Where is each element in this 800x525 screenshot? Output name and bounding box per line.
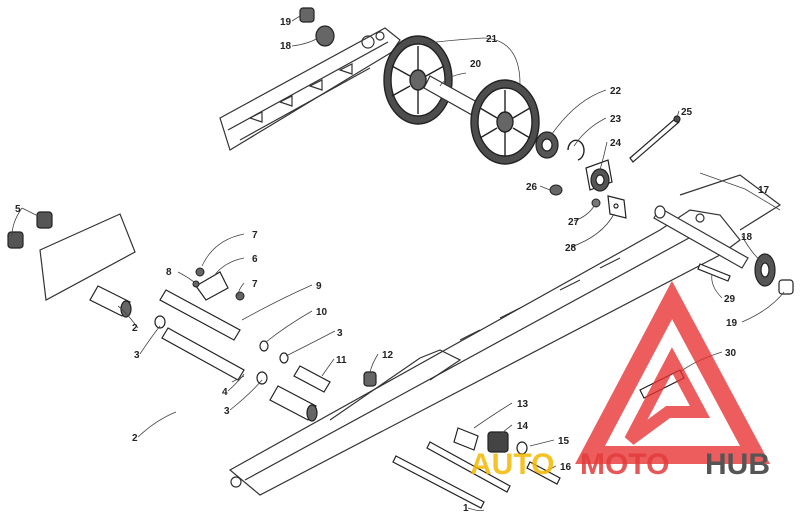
callout-14: 14: [517, 421, 529, 432]
watermark-logo: [575, 280, 771, 464]
callout-2-lower: 2: [132, 433, 138, 444]
callout-16: 16: [560, 462, 572, 473]
watermark-auto: AUTO: [470, 448, 554, 481]
sleeve-2-upper: [89, 285, 132, 318]
cap-5-lower: [7, 231, 24, 249]
callout-22: 22: [610, 86, 622, 97]
ring-3-left: [154, 315, 166, 329]
washer-18-top: [315, 25, 335, 47]
callout-13: 13: [517, 399, 529, 410]
callout-7-lower: 7: [252, 279, 258, 290]
bolt-29: [697, 263, 731, 282]
callout-23: 23: [610, 114, 622, 125]
callout-7-upper: 7: [252, 230, 258, 241]
callout-19-top: 19: [280, 17, 292, 28]
bearing-22: [535, 131, 559, 159]
callout-8: 8: [166, 267, 172, 278]
bolt-16: [526, 461, 561, 485]
callout-19-right: 19: [726, 318, 738, 329]
bushing-14: [487, 431, 509, 453]
long-bolt-1: [392, 455, 485, 509]
ring-3-right: [279, 352, 289, 364]
callout-29: 29: [724, 294, 736, 305]
callout-27: 27: [568, 217, 580, 228]
watermark-hub: HUB: [705, 448, 770, 481]
callout-25: 25: [681, 107, 693, 118]
bushing-13: [453, 427, 479, 451]
callout-18-top: 18: [280, 41, 292, 52]
callout-10: 10: [316, 307, 328, 318]
callout-28: 28: [565, 243, 577, 254]
cap-5-upper: [36, 211, 53, 229]
rear-axle-17: [653, 205, 749, 269]
callout-3-left: 3: [134, 350, 140, 361]
spacer-24: [585, 159, 613, 192]
idler-wheel-18-right: [754, 253, 776, 287]
shaft-4: [161, 327, 245, 381]
callout-15: 15: [558, 436, 570, 447]
sleeve-2-lower: [269, 385, 318, 422]
callout-12: 12: [382, 350, 394, 361]
callout-11: 11: [336, 355, 347, 366]
callout-24: 24: [610, 138, 622, 149]
snap-ring-23: [567, 139, 585, 161]
upper-rail: [219, 27, 401, 151]
callout-5-upper: 5: [15, 204, 21, 215]
callout-3-mid: 3: [224, 406, 230, 417]
callout-20: 20: [470, 59, 482, 70]
watermark: AUTO MOTO HUB: [470, 280, 771, 481]
callout-30: 30: [725, 348, 737, 359]
callout-3-right: 3: [337, 328, 343, 339]
callout-2-upper: 2: [132, 323, 138, 334]
callout-18-right: 18: [741, 232, 753, 243]
cap-19-top: [299, 7, 315, 23]
callout-9: 9: [316, 281, 322, 292]
ring-3-mid: [256, 371, 268, 385]
callout-4: 4: [222, 387, 228, 398]
idler-wheel-right: [470, 79, 540, 165]
idler-wheel-left: [383, 35, 453, 125]
nut-27: [591, 198, 601, 208]
leader-lines: [11, 15, 785, 512]
sleeve-11: [293, 365, 331, 393]
nut-26: [549, 184, 563, 196]
callout-6: 6: [252, 254, 258, 265]
callout-21: 21: [486, 34, 498, 45]
bolt-25: [629, 115, 681, 163]
callout-1: 1: [463, 503, 469, 514]
bracket-28: [607, 195, 627, 219]
main-slide-rail: [39, 174, 782, 496]
watermark-moto: MOTO: [580, 448, 669, 481]
callout-26: 26: [526, 182, 538, 193]
callout-17: 17: [758, 185, 770, 196]
arm-shaft-9: [159, 271, 241, 341]
washer-15: [516, 441, 528, 455]
long-bolt-1b: [426, 441, 511, 493]
ring-10: [259, 340, 269, 352]
spacer-12: [363, 371, 377, 387]
cap-19-right: [778, 279, 794, 295]
callout-labels: 1 2 2 3 3 3 4 5 5 6 7 7 8 9 10 11 12 13 …: [15, 17, 770, 514]
